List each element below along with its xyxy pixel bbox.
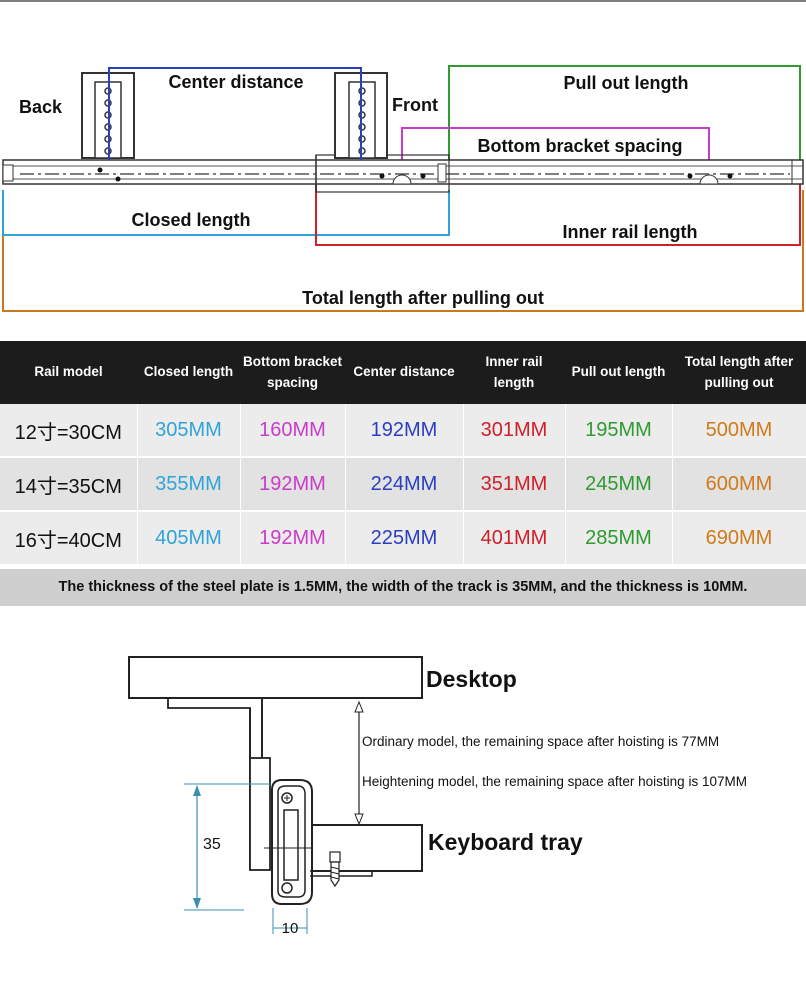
center-distance-label: Center distance (168, 72, 303, 92)
total-length-line (2, 190, 804, 312)
table-cell: 351MM (463, 457, 566, 512)
table-cell: 285MM (565, 511, 673, 566)
table-cell: 195MM (565, 404, 673, 458)
header-inner-rail-length: Inner rail length (463, 341, 565, 404)
table-cell: 225MM (345, 511, 464, 566)
ordinary-model-note: Ordinary model, the remaining space afte… (362, 734, 719, 749)
table-cell: 690MM (672, 511, 806, 566)
width-dimension (272, 908, 308, 934)
bottom-bracket-spacing-label: Bottom bracket spacing (477, 136, 682, 156)
pull-out-length-line (448, 65, 801, 160)
header-closed-length: Closed length (137, 341, 240, 404)
cross-section-diagram: Desktop Keyboard tray Ordinary model, th… (128, 656, 747, 937)
table-row: 12寸=30CM 305MM 160MM 192MM 301MM 195MM 5… (0, 404, 806, 458)
rail-body (2, 154, 804, 193)
table-cell: 192MM (240, 511, 346, 566)
desktop-label: Desktop (426, 666, 517, 692)
table-cell: 401MM (463, 511, 566, 566)
table-cell: 160MM (240, 404, 346, 458)
table-header-row: Rail model Closed length Bottom bracket … (0, 341, 806, 404)
header-bottom-bracket-spacing: Bottom bracket spacing (240, 341, 345, 404)
table-cell: 14寸=35CM (0, 457, 138, 512)
table-cell: 192MM (240, 457, 346, 512)
back-label: Back (19, 97, 63, 117)
table-cell: 500MM (672, 404, 806, 458)
side-plate (249, 757, 271, 871)
front-label: Front (392, 95, 438, 115)
table-cell: 301MM (463, 404, 566, 458)
rail-cross-section (264, 779, 320, 905)
header-center-distance: Center distance (345, 341, 463, 404)
inner-rail-length-label: Inner rail length (562, 222, 697, 242)
screw-icon (329, 851, 341, 888)
header-total-length: Total length after pulling out (672, 341, 806, 404)
heightening-model-note: Heightening model, the remaining space a… (362, 774, 747, 789)
keyboard-tray-label: Keyboard tray (428, 829, 583, 855)
center-distance-line (108, 67, 362, 160)
rail-diagram: Back Center distance Front Pull out leng… (0, 0, 806, 312)
table-cell: 405MM (137, 511, 241, 566)
closed-length-line (2, 190, 450, 236)
table-cell: 355MM (137, 457, 241, 512)
table-row: 16寸=40CM 405MM 192MM 225MM 401MM 285MM 6… (0, 511, 806, 566)
closed-length-label: Closed length (131, 210, 250, 230)
desktop-board (128, 656, 423, 699)
height-dimension (184, 783, 270, 911)
table-cell: 192MM (345, 404, 464, 458)
table-cell: 16寸=40CM (0, 511, 138, 566)
header-pull-out-length: Pull out length (565, 341, 672, 404)
pull-out-length-label: Pull out length (564, 73, 689, 93)
keyboard-tray (311, 824, 423, 872)
spec-table: Rail model Closed length Bottom bracket … (0, 341, 806, 566)
table-cell: 305MM (137, 404, 241, 458)
table-cell: 245MM (565, 457, 673, 512)
header-rail-model: Rail model (0, 341, 137, 404)
inner-rail-length-line (315, 175, 801, 246)
spec-note: The thickness of the steel plate is 1.5M… (0, 569, 806, 606)
width-dimension-label: 10 (282, 920, 299, 937)
table-cell: 12寸=30CM (0, 404, 138, 458)
table-cell: 600MM (672, 457, 806, 512)
table-row: 14寸=35CM 355MM 192MM 224MM 351MM 245MM 6… (0, 457, 806, 512)
hanging-bracket (167, 698, 263, 761)
height-dimension-label: 35 (203, 836, 221, 853)
total-length-label: Total length after pulling out (302, 288, 544, 308)
remaining-space-dimension (354, 700, 364, 826)
bottom-bracket-spacing-line (401, 127, 710, 175)
table-cell: 224MM (345, 457, 464, 512)
